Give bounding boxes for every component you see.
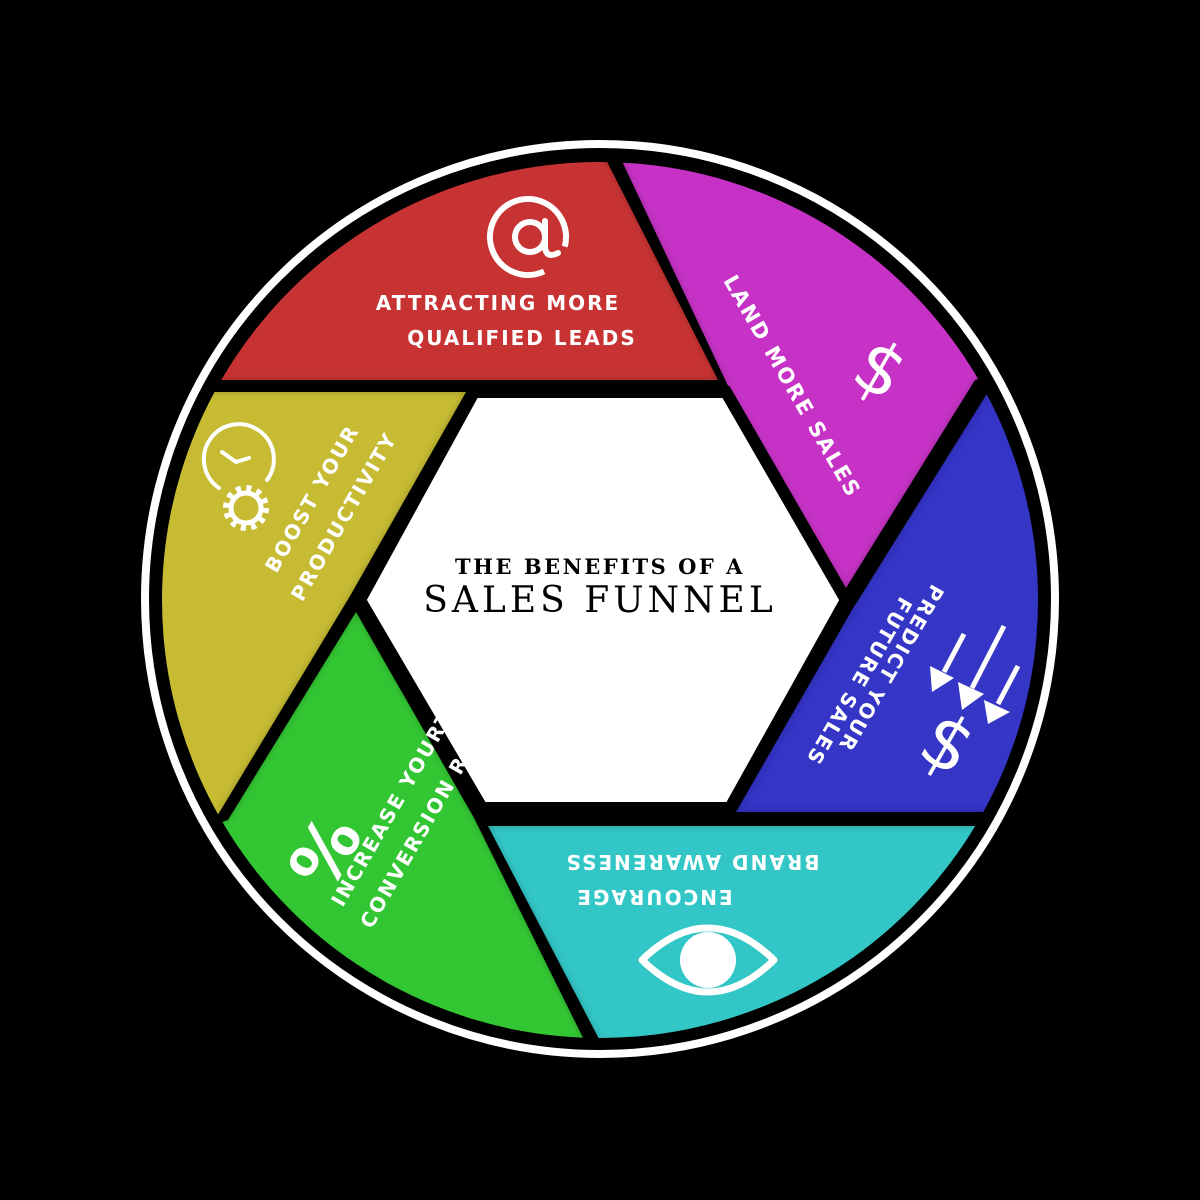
segment-cyan-label-line1: ENCOURAGE xyxy=(575,885,732,909)
segment-red-label-line2: QUALIFIED LEADS xyxy=(407,326,637,350)
forecast-arrows-icon xyxy=(930,624,1021,724)
segment-red-label-line1: ATTRACTING MORE xyxy=(376,291,620,315)
clock-gear-icon xyxy=(201,422,276,531)
center-title-line1: THE BENEFITS OF A xyxy=(455,554,745,579)
segment-cyan-label-line2: BRAND AWARENESS xyxy=(564,850,819,874)
segment-olive[interactable] xyxy=(140,392,466,940)
center-hexagon xyxy=(353,386,853,814)
eye-icon xyxy=(638,924,778,996)
segment-cyan-content: ENCOURAGE BRAND AWARENESS xyxy=(564,850,820,996)
outer-ring xyxy=(141,140,1059,1058)
center-title-line2: SALES FUNNEL xyxy=(423,580,776,621)
